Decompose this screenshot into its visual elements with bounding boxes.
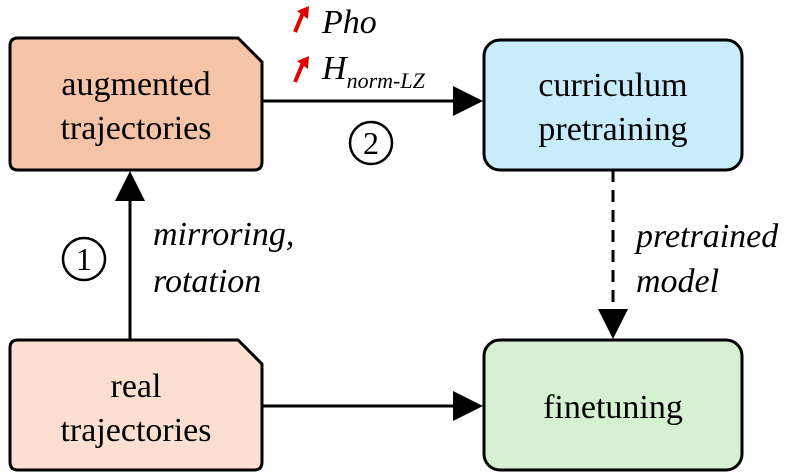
step-2-number: 2: [363, 125, 379, 161]
real-trajectories-node: real trajectories: [8, 338, 264, 472]
curriculum-pretraining-node: curriculum pretraining: [482, 38, 744, 172]
step-1-number: 1: [76, 241, 92, 277]
curriculum-label-line2: pretraining: [538, 111, 687, 148]
up-arrow-icon: [293, 6, 309, 33]
real-box: [8, 338, 264, 472]
augmented-box: [8, 36, 264, 172]
curriculum-label-line1: curriculum: [538, 67, 687, 104]
up-arrow-icon: [293, 56, 309, 83]
step-1-marker: 1: [61, 236, 107, 282]
metric-hnorm: Hnorm-LZ: [293, 50, 426, 93]
step-2-marker: 2: [348, 120, 394, 166]
pretrained-label-line1: pretrained: [634, 218, 779, 255]
curriculum-box: [482, 38, 744, 172]
real-label-line2: trajectories: [60, 412, 211, 449]
augmented-label-line2: trajectories: [60, 110, 211, 147]
metric-hnorm-label: Hnorm-LZ: [321, 50, 426, 93]
augmented-label-line1: augmented: [61, 66, 210, 103]
pretrained-label-line2: model: [636, 263, 719, 300]
step-1-label-line2: rotation: [153, 263, 261, 300]
real-label-line1: real: [111, 368, 162, 405]
metric-pho: Pho: [293, 4, 377, 41]
step-1-label-line1: mirroring,: [153, 216, 294, 253]
augmented-trajectories-node: augmented trajectories: [8, 36, 264, 172]
step-1-circle: [61, 236, 107, 282]
finetuning-node: finetuning: [482, 338, 744, 472]
metric-pho-label: Pho: [321, 4, 377, 41]
step-2-circle: [348, 120, 394, 166]
finetuning-label: finetuning: [543, 389, 683, 426]
finetuning-box: [482, 338, 744, 472]
